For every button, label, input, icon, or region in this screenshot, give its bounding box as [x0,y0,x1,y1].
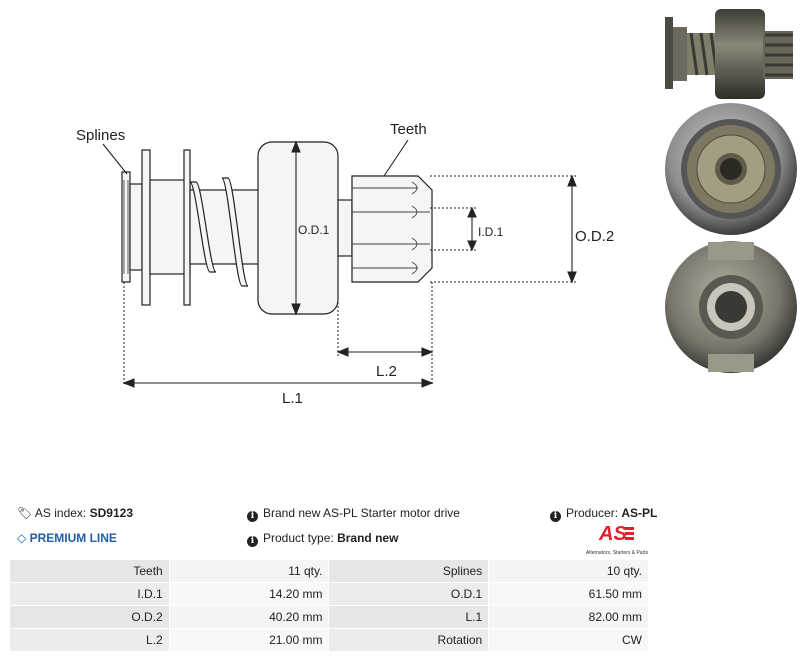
as-logo-mark: AS [598,523,634,545]
product-photo-side [665,9,793,99]
pinion-gear [351,175,433,283]
spec-label: L.2 [9,628,170,652]
label-od1: O.D.1 [298,223,330,237]
spring-coil [221,177,249,287]
label-id1: I.D.1 [478,225,504,239]
spec-label: Rotation [328,628,490,652]
producer: i Producer: AS-PL [550,506,657,522]
spec-value: CW [488,628,649,652]
spring-retainer [183,149,191,306]
producer-value: AS-PL [621,506,658,520]
spec-value: 11 qty. [168,559,330,583]
product-photo-back [665,241,797,373]
pinion-neck [337,199,353,257]
spec-label: Splines [328,559,490,583]
table-row: L.2 21.00 mm Rotation CW [9,628,649,652]
product-type: i Product type: Brand new [247,531,398,547]
table-row: Teeth 11 qty. Splines 10 qty. [9,559,649,583]
spec-label: I.D.1 [9,582,170,606]
spec-value: 14.20 mm [168,582,330,606]
spec-label: L.1 [328,605,490,629]
product-type-label: Product type: [263,531,334,545]
as-index-label: AS index: [34,506,87,520]
spec-value: 82.00 mm [488,605,649,629]
label-teeth: Teeth [390,121,427,138]
spec-value: 40.20 mm [168,605,330,629]
label-od2: O.D.2 [575,228,614,245]
clutch-body [149,179,191,275]
back-plate [141,149,151,306]
svg-text:AS: AS [598,523,627,544]
spec-label: Teeth [9,559,170,583]
info-icon: i [247,536,258,547]
premium-line: ◇ PREMIUM LINE [17,531,117,545]
product-photo-front [665,103,797,235]
premium-line-label: PREMIUM LINE [29,531,117,545]
as-index-value: SD9123 [89,506,133,520]
as-pl-logo: AS Alternators, Starters & Parts [585,522,649,556]
label-splines: Splines [76,127,125,144]
label-l2: L.2 [376,363,397,380]
spring-coil [189,181,217,273]
specs-table: Teeth 11 qty. Splines 10 qty. I.D.1 14.2… [9,559,649,652]
table-row: I.D.1 14.20 mm O.D.1 61.50 mm [9,582,649,606]
spec-value: 10 qty. [488,559,649,583]
table-row: O.D.2 40.20 mm L.1 82.00 mm [9,605,649,629]
spec-label: O.D.2 [9,605,170,629]
diamond-icon: ◇ [17,531,27,545]
description-text: Brand new AS-PL Starter motor drive [263,506,460,520]
spline-flange [121,171,131,283]
spec-value: 61.50 mm [488,582,649,606]
tag-icon: 🏷︎ [17,506,33,520]
technical-drawing: Splines Teeth O.D.2 L.2 L.1 O.D.1 I.D.1 [76,121,614,407]
product-description: i Brand new AS-PL Starter motor drive [247,506,460,522]
logo-tagline: Alternators, Starters & Parts [585,550,649,556]
producer-label: Producer: [566,506,619,520]
product-type-value: Brand new [337,531,399,545]
spec-value: 21.00 mm [168,628,330,652]
spec-label: O.D.1 [328,582,490,606]
info-icon: i [247,511,258,522]
info-icon: i [550,511,561,522]
label-l1: L.1 [282,390,303,407]
as-index: 🏷︎ AS index: SD9123 [17,506,133,520]
spline-collar [129,183,143,271]
